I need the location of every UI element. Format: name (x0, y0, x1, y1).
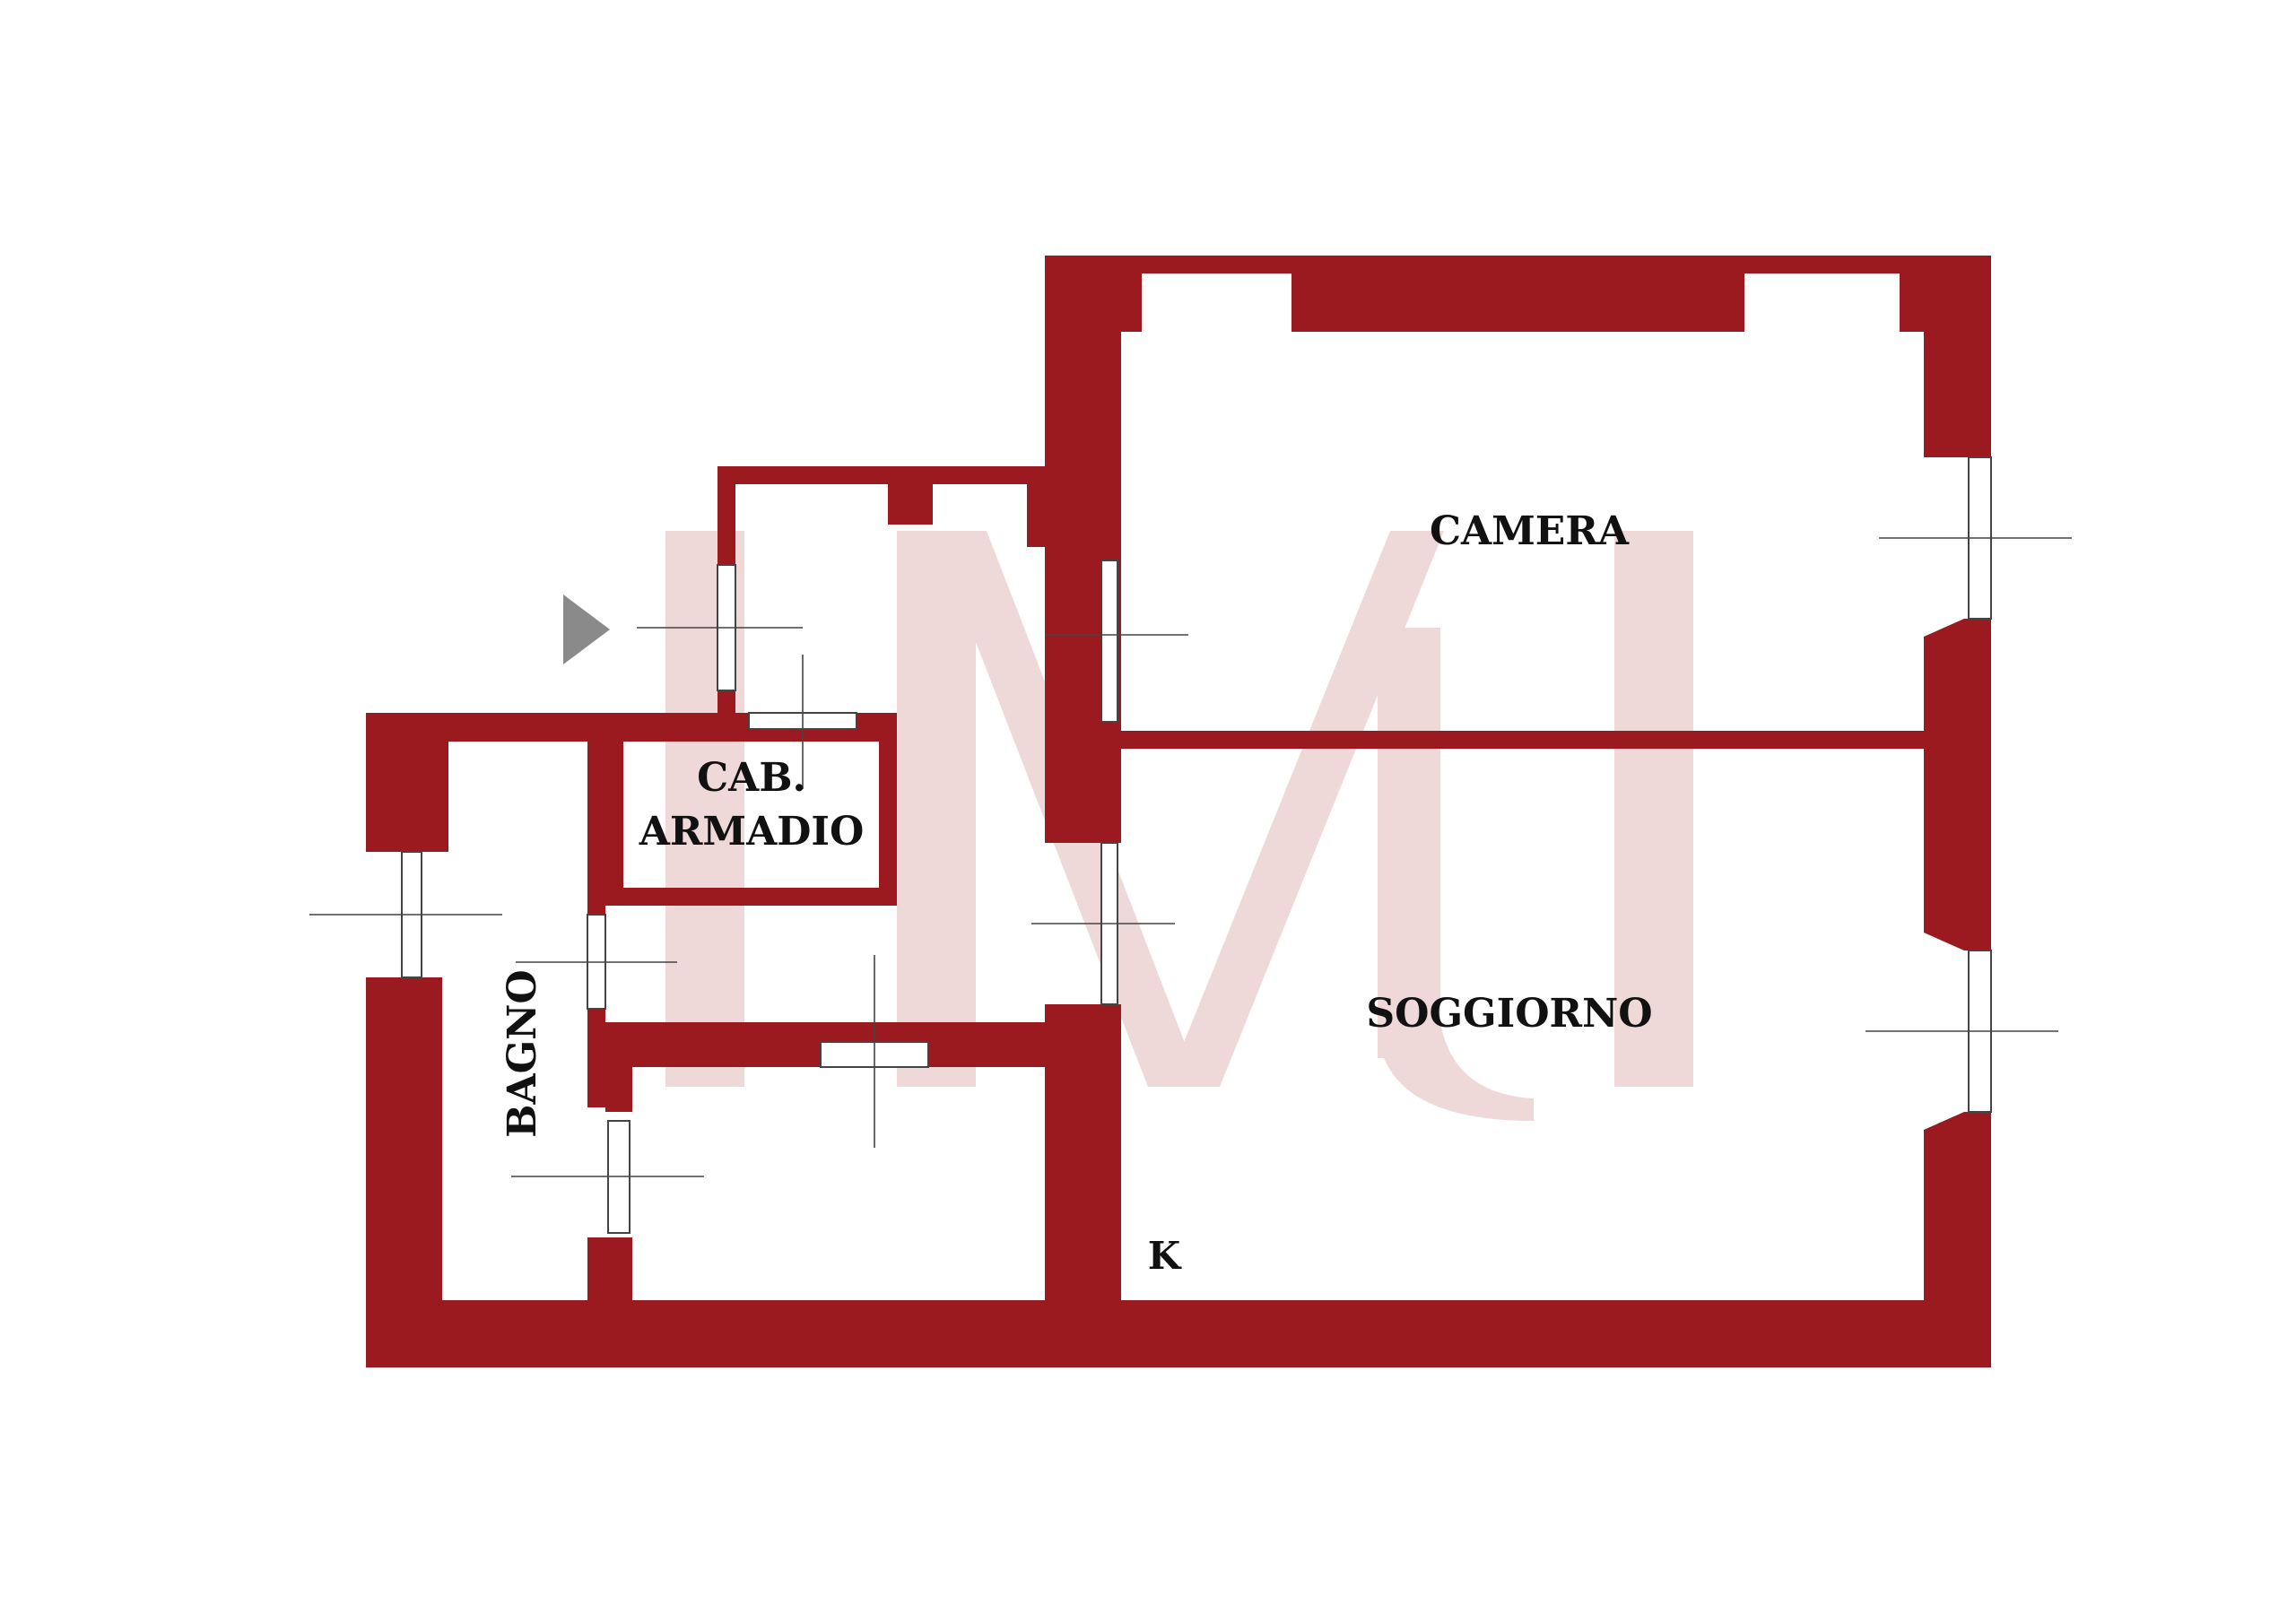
wall-cabina-right (879, 713, 897, 906)
wall-bagno-left-lower (366, 977, 442, 1367)
wall-bagno-inner-bottom (587, 1237, 632, 1367)
wall-right-1 (1924, 256, 1991, 457)
wall-hall-left-lower (718, 690, 735, 717)
wall-bagno-left-upper (366, 713, 448, 852)
wall-right-3-splay (1924, 1112, 1991, 1130)
wall-hall-right-mid (1045, 726, 1121, 843)
wall-bagno-inner (587, 713, 605, 915)
wall-cabina-bottom (605, 888, 897, 906)
room-label-soggiorno: SOGGIORNO (1366, 991, 1652, 1037)
wall-right-2-splay-top (1924, 619, 1991, 637)
walls (366, 256, 1991, 1367)
entrance-arrow-icon (563, 595, 610, 664)
wall-cabina-left (605, 713, 623, 906)
wall-bottom (366, 1300, 1991, 1367)
wall-right-2 (1924, 637, 1991, 933)
door-swing-lines (309, 537, 2072, 1177)
watermark-stroke (897, 531, 976, 1087)
room-label-kitchen: K (1148, 1234, 1182, 1278)
room-labels: CAMERA SOGGIORNO CAB. ARMADIO BAGNO K (500, 508, 1653, 1278)
wall-camera-soggiorno (1121, 731, 1924, 749)
room-label-cabina-line1: CAB. (697, 755, 806, 801)
watermark-stroke (1378, 628, 1440, 1058)
watermark-stroke (1378, 1022, 1534, 1121)
watermark-stroke (1614, 531, 1693, 1087)
wall-hall-top-right-stub (1027, 466, 1045, 547)
wall-main-top-center (1292, 256, 1744, 332)
wall-hall-top (718, 466, 1045, 484)
wall-hall-right-upper (1045, 547, 1117, 565)
wall-hall-top-block (888, 466, 933, 525)
room-label-cabina-line2: ARMADIO (639, 809, 865, 855)
room-label-camera: CAMERA (1430, 508, 1630, 554)
wall-corridor-bottom-right (928, 1022, 1045, 1067)
door-camera (1100, 560, 1118, 723)
wall-right-1-splay (1924, 438, 1991, 457)
wall-bagno-inner-lower (587, 1009, 605, 1107)
wall-corridor-bottom-left (605, 1022, 821, 1067)
wall-right-2-splay-bot (1924, 933, 1991, 950)
wall-hall-left-upper (718, 466, 735, 565)
wall-corridor-bottom-jamb (1045, 1004, 1121, 1040)
watermark-stroke (1166, 531, 1444, 1087)
room-label-bagno: BAGNO (500, 969, 545, 1137)
